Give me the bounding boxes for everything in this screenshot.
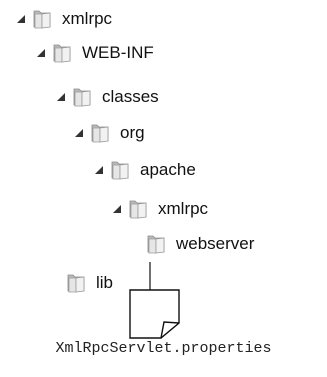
tree-node-label: classes bbox=[102, 87, 159, 106]
folder-icon bbox=[32, 9, 54, 29]
tree-node-web-inf[interactable]: WEB-INF bbox=[34, 38, 154, 68]
tree-node-org[interactable]: org bbox=[72, 118, 145, 148]
folder-icon bbox=[110, 160, 132, 180]
tree-node-label: webserver bbox=[176, 234, 255, 253]
expanded-arrow-icon[interactable] bbox=[72, 126, 86, 140]
expanded-arrow-icon[interactable] bbox=[14, 12, 28, 26]
file-name-label: XmlRpcServlet.properties bbox=[55, 340, 272, 357]
expanded-arrow-icon[interactable] bbox=[54, 90, 68, 104]
folder-icon bbox=[72, 87, 94, 107]
tree-node-webserver[interactable]: webserver bbox=[128, 229, 254, 259]
tree-node-xmlrpc-inner[interactable]: xmlrpc bbox=[110, 194, 208, 224]
tree-node-lib[interactable]: lib bbox=[48, 268, 113, 298]
folder-icon bbox=[128, 199, 150, 219]
file-outline bbox=[129, 289, 180, 339]
folder-icon bbox=[52, 43, 74, 63]
folder-icon bbox=[90, 123, 112, 143]
file-fold bbox=[160, 321, 180, 339]
tree-node-label: WEB-INF bbox=[82, 43, 154, 62]
tree-node-apache[interactable]: apache bbox=[92, 155, 196, 185]
connector-line bbox=[130, 262, 151, 293]
folder-icon bbox=[146, 234, 168, 254]
expanded-arrow-icon[interactable] bbox=[92, 163, 106, 177]
tree-node-label: xmlrpc bbox=[62, 9, 113, 28]
expanded-arrow-icon[interactable] bbox=[110, 202, 124, 216]
arrow-spacer bbox=[128, 237, 142, 251]
arrow-spacer bbox=[48, 276, 62, 290]
tree-node-classes[interactable]: classes bbox=[54, 82, 159, 112]
expanded-arrow-icon[interactable] bbox=[34, 46, 48, 60]
tree-node-label: xmlrpc bbox=[158, 199, 209, 218]
folder-icon bbox=[66, 273, 88, 293]
tree-node-label: org bbox=[120, 123, 145, 142]
tree-node-label: apache bbox=[140, 160, 196, 179]
tree-node-label: lib bbox=[96, 273, 114, 292]
tree-node-xmlrpc[interactable]: xmlrpc bbox=[14, 4, 112, 34]
